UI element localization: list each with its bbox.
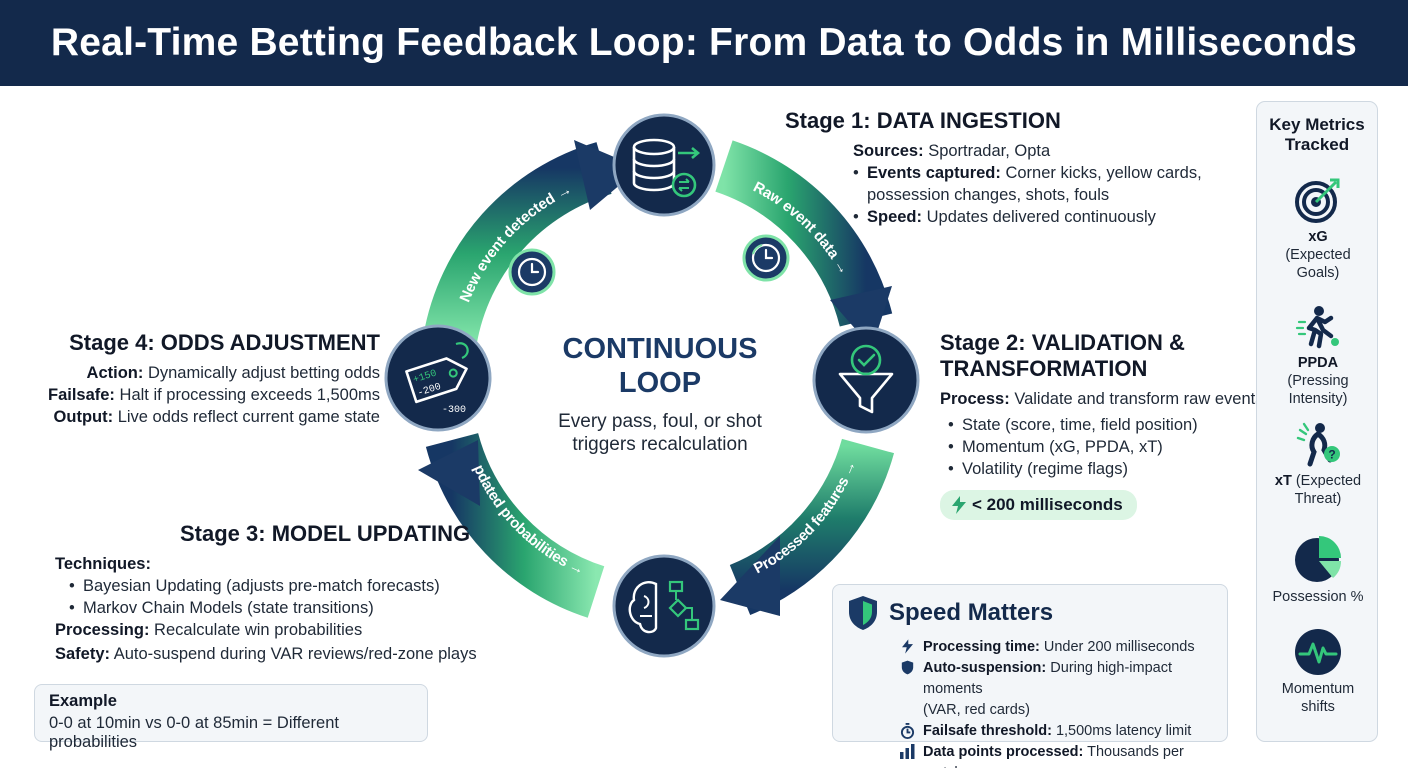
arc-raw-event — [714, 140, 893, 328]
stopwatch-icon — [900, 723, 914, 739]
speed-item-processing: Processing time: Under 200 milliseconds — [899, 637, 1213, 658]
safety-value: Auto-suspend during VAR reviews/red-zone… — [113, 645, 477, 663]
process-value: Validate and transform raw events — [1014, 390, 1264, 408]
failsafe-value: Halt if processing exceeds 1,500ms — [119, 386, 380, 404]
bar-chart-icon — [899, 744, 914, 759]
events-value-1: Corner kicks, yellow cards, — [1005, 164, 1202, 182]
stage-1-title: Stage 1: DATA INGESTION — [785, 108, 1061, 133]
database-icon — [612, 113, 716, 217]
stage-2-bullet: Volatility (regime flags) — [948, 458, 1260, 480]
center-sub-2: triggers recalculation — [572, 434, 748, 455]
svg-text:Updated probabilities →: Updated probabilities → — [0, 0, 587, 579]
safety-label: Safety: — [55, 645, 111, 663]
center-title-1: CONTINUOUS — [562, 333, 758, 365]
speed-value: Updates delivered continuously — [926, 208, 1156, 226]
metric-ppda: PPDA (Pressing Intensity) — [1257, 304, 1379, 408]
metric-momentum: Momentum shifts — [1257, 628, 1379, 716]
example-box: Example 0-0 at 10min vs 0-0 at 85min = D… — [34, 684, 428, 751]
metric-possession: Possession % — [1257, 534, 1379, 606]
clock-icon — [508, 248, 556, 296]
stage-2-bullet: State (score, time, field position) — [948, 414, 1260, 436]
latency-value: < 200 milliseconds — [972, 495, 1123, 514]
sources-value: Sportradar, Opta — [928, 142, 1051, 160]
stage-3-panel: Stage 3: MODEL UPDATING Techniques: Baye… — [55, 521, 477, 665]
shield-icon — [849, 596, 877, 630]
pie-chart-icon — [1295, 536, 1341, 582]
speed-item-data-points: Data points processed: Thousands per mat… — [899, 742, 1213, 768]
shield-icon — [901, 660, 913, 675]
metric-xg: xG (Expected Goals) — [1257, 176, 1379, 282]
failsafe-label: Failsafe: — [47, 386, 115, 404]
output-label: Output: — [53, 408, 114, 426]
speed-label: Speed: — [867, 208, 923, 226]
stage-3-bullet: Bayesian Updating (adjusts pre-match for… — [69, 575, 475, 597]
arc-new-event — [423, 142, 613, 346]
techniques-label: Techniques: — [55, 555, 151, 573]
events-value-2: possession changes, shots, fouls — [867, 186, 1110, 204]
stage-3-bullet: Markov Chain Models (state transitions) — [69, 597, 475, 619]
svg-text:?: ? — [1328, 448, 1335, 462]
loop-center-label: CONTINUOUS LOOP Every pass, foul, or sho… — [540, 332, 780, 456]
lightning-icon — [901, 639, 913, 654]
price-tag-icon: +150 -200 -300 — [384, 324, 492, 432]
lightning-icon — [952, 496, 966, 514]
speed-matters-title: Speed Matters — [889, 599, 1054, 626]
center-sub-1: Every pass, foul, or shot — [558, 411, 762, 432]
funnel-icon — [812, 326, 920, 434]
metrics-title-2: Tracked — [1284, 135, 1350, 154]
page-title: Real-Time Betting Feedback Loop: From Da… — [50, 21, 1358, 64]
arrowhead-top-left — [574, 140, 640, 210]
action-value: Dynamically adjust betting odds — [147, 364, 380, 382]
stage-1-panel: Stage 1: DATA INGESTION Sources: Sportra… — [785, 108, 1205, 228]
output-value: Live odds reflect current game state — [117, 408, 380, 426]
sources-label: Sources: — [853, 142, 924, 160]
stage-2-panel: Stage 2: VALIDATION & TRANSFORMATION Pro… — [940, 330, 1264, 520]
speed-item-failsafe: Failsafe threshold: 1,500ms latency limi… — [899, 721, 1213, 742]
stage-3-title: Stage 3: MODEL UPDATING — [180, 521, 471, 546]
tag-odds-3: -300 — [442, 405, 466, 416]
processing-value: Recalculate win probabilities — [154, 621, 363, 639]
arrowhead-bottom-right — [720, 536, 780, 616]
example-text: 0-0 at 10min vs 0-0 at 85min = Different… — [49, 714, 339, 751]
action-label: Action: — [86, 364, 144, 382]
target-icon — [1295, 178, 1340, 223]
arrowhead-bottom-left — [418, 440, 480, 506]
stage-4-panel: Stage 4: ODDS ADJUSTMENT Action: Dynamic… — [40, 330, 380, 428]
running-player-icon — [1295, 306, 1339, 349]
brain-icon — [612, 554, 716, 658]
process-label: Process: — [940, 390, 1010, 408]
center-title-2: LOOP — [618, 367, 702, 399]
events-label: Events captured: — [867, 164, 1001, 182]
speed-item-auto-suspension: Auto-suspension: During high-impact mome… — [899, 658, 1213, 721]
arc-label-updated: Updated probabilities → — [0, 0, 587, 579]
processing-label: Processing: — [55, 621, 150, 639]
header-banner: Real-Time Betting Feedback Loop: From Da… — [0, 0, 1408, 86]
key-metrics-panel: Key Metrics Tracked xG (Expected Goals) … — [1256, 101, 1378, 742]
latency-badge: < 200 milliseconds — [940, 490, 1137, 520]
stage-2-bullet: Momentum (xG, PPDA, xT) — [948, 436, 1260, 458]
timer-icon — [742, 234, 790, 282]
metric-xt: ? xT (Expected Threat) — [1257, 420, 1379, 508]
heartbeat-icon — [1295, 629, 1341, 675]
example-title: Example — [49, 692, 117, 710]
stage-2-title-1: Stage 2: VALIDATION & — [940, 330, 1185, 355]
speed-matters-box: Speed Matters Processing time: Under 200… — [832, 584, 1228, 768]
stage-2-title-2: TRANSFORMATION — [940, 356, 1148, 381]
threat-icon: ? — [1296, 422, 1340, 467]
stage-4-title: Stage 4: ODDS ADJUSTMENT — [69, 330, 380, 355]
metrics-title-1: Key Metrics — [1269, 115, 1365, 134]
